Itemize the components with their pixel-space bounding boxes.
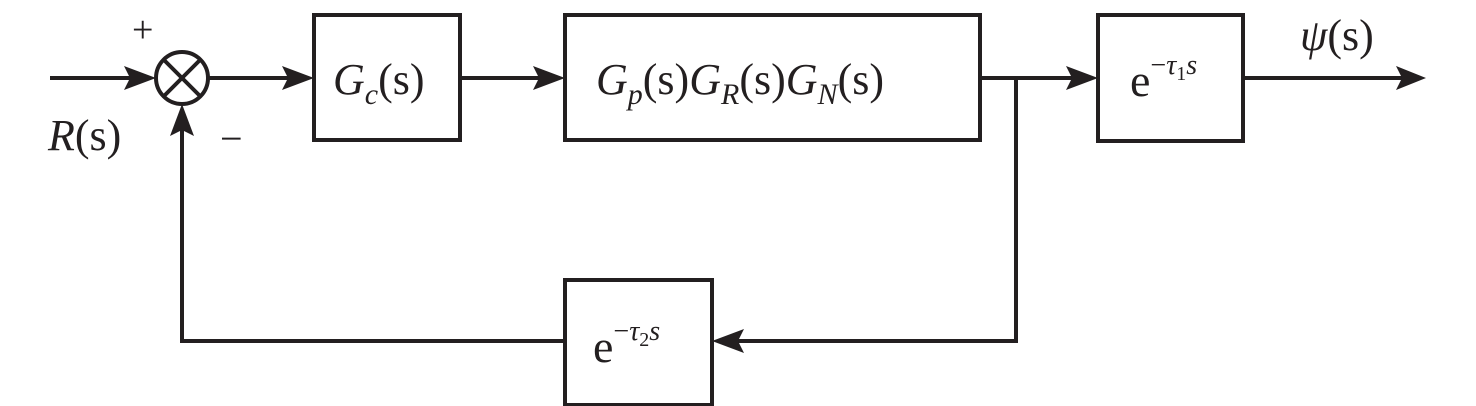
controller-label: Gc(s) xyxy=(333,55,425,111)
forward-delay-label: e−τ1s xyxy=(1130,50,1197,106)
input-arrowhead xyxy=(124,66,156,90)
arrowhead xyxy=(712,329,744,353)
forward-delay-block xyxy=(1096,13,1245,143)
input-label: R(s) xyxy=(47,111,121,160)
plus-sign: + xyxy=(132,9,153,51)
feedback-return-line xyxy=(180,120,565,343)
plant-block xyxy=(563,13,982,142)
arrowhead xyxy=(533,66,565,90)
summing-junction xyxy=(154,50,210,106)
feedback-delay-label: e−τ2s xyxy=(593,316,660,372)
feedback-branch-line xyxy=(726,78,1018,343)
feedback-arrowhead xyxy=(170,104,194,136)
output-arrowhead xyxy=(1396,66,1426,90)
feedback-delay-block xyxy=(563,278,714,406)
minus-sign: − xyxy=(220,116,243,161)
arrowhead xyxy=(1066,66,1098,90)
output-label: ψ(s) xyxy=(1300,11,1374,60)
plant-label: Gp(s)GR(s)GN(s) xyxy=(596,55,884,111)
controller-block xyxy=(312,13,462,142)
arrowhead xyxy=(282,66,314,90)
